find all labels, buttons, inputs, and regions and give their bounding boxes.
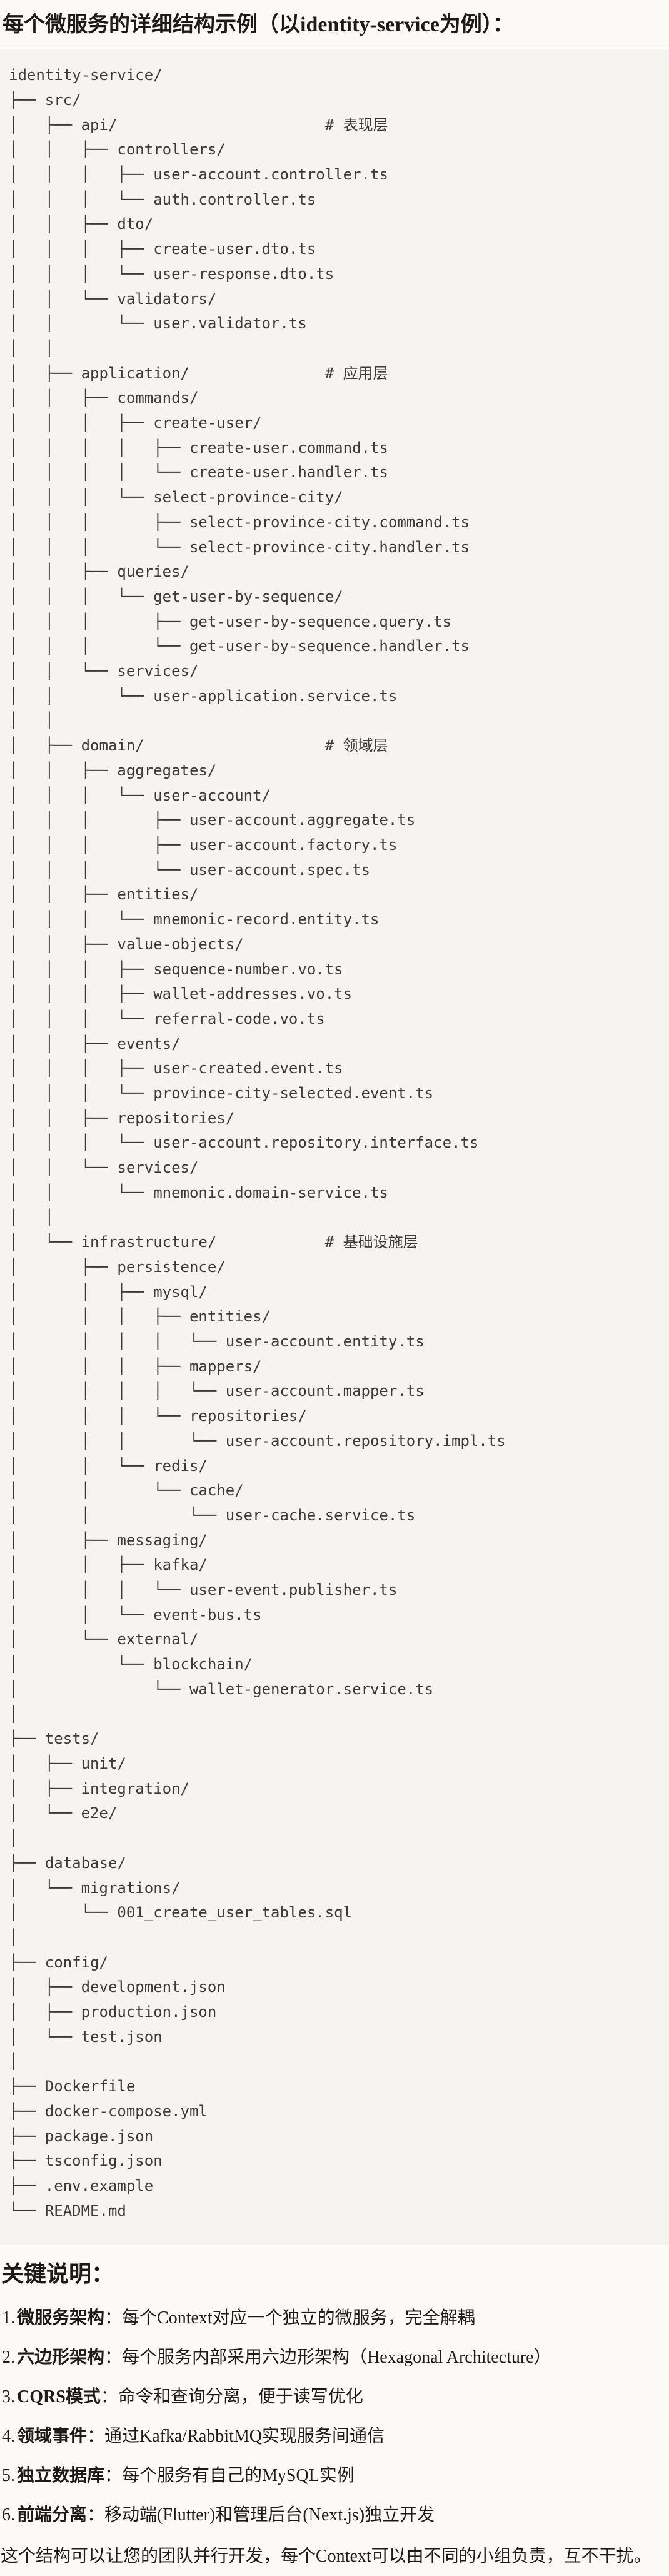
note-desc: ：每个服务有自己的MySQL实例 (104, 2466, 355, 2486)
note-number: 4. (2, 2427, 15, 2447)
note-term: 微服务架构 (17, 2308, 105, 2328)
note-desc: ：命令和查询分离，便于读写优化 (100, 2387, 363, 2407)
note-term: 六边形架构 (17, 2348, 105, 2368)
note-item: 3.CQRS模式：命令和查询分离，便于读写优化 (2, 2386, 669, 2408)
note-number: 2. (2, 2348, 15, 2368)
note-item: 1.微服务架构：每个Context对应一个独立的微服务，完全解耦 (2, 2307, 669, 2330)
file-tree: identity-service/ ├── src/ │ ├── api/ # … (9, 66, 506, 2220)
closing-paragraph: 这个结构可以让您的团队并行开发，每个Context可以由不同的小组负责，互不干扰… (1, 2547, 651, 2567)
notes-list: 1.微服务架构：每个Context对应一个独立的微服务，完全解耦 2.六边形架构… (0, 2307, 669, 2527)
note-number: 6. (2, 2505, 15, 2525)
note-desc: ：每个服务内部采用六边形架构（Hexagonal Architecture） (104, 2348, 551, 2368)
note-item: 2.六边形架构：每个服务内部采用六边形架构（Hexagonal Architec… (2, 2346, 669, 2369)
notes-heading: 关键说明： (1, 2261, 114, 2287)
note-number: 1. (2, 2308, 15, 2328)
page-title: 每个微服务的详细结构示例（以identity-service为例）： (3, 13, 514, 36)
note-item: 6.前端分离：移动端(Flutter)和管理后台(Next.js)独立开发 (2, 2504, 669, 2527)
note-number: 3. (2, 2387, 15, 2407)
note-term: 独立数据库 (17, 2466, 105, 2486)
note-term: 前端分离 (17, 2505, 88, 2525)
note-desc: ：移动端(Flutter)和管理后台(Next.js)独立开发 (87, 2505, 435, 2525)
note-item: 5.独立数据库：每个服务有自己的MySQL实例 (2, 2465, 669, 2487)
note-desc: ：通过Kafka/RabbitMQ实现服务间通信 (87, 2427, 385, 2447)
note-number: 5. (2, 2466, 15, 2486)
code-block: identity-service/ ├── src/ │ ├── api/ # … (0, 49, 669, 2246)
note-term: CQRS模式 (17, 2387, 101, 2407)
note-desc: ：每个Context对应一个独立的微服务，完全解耦 (104, 2308, 475, 2328)
note-item: 4.领域事件：通过Kafka/RabbitMQ实现服务间通信 (2, 2425, 669, 2448)
note-term: 领域事件 (17, 2427, 88, 2447)
